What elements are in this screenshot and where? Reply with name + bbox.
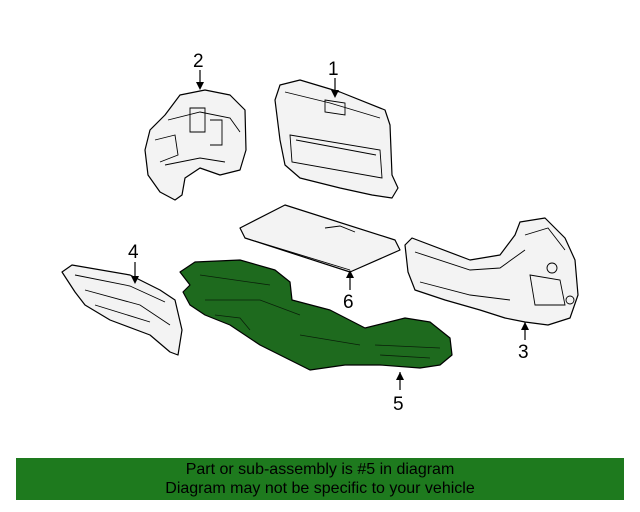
leader-4-arrow xyxy=(131,276,139,284)
part-2-left-bracket[interactable] xyxy=(144,89,247,201)
callout-5: 5 xyxy=(393,394,404,415)
banner-line-1: Part or sub-assembly is #5 in diagram xyxy=(185,461,455,478)
part-4-left-panel[interactable] xyxy=(61,264,183,356)
part-5-floor-tray-highlighted[interactable] xyxy=(179,259,453,371)
leader-6-arrow xyxy=(346,270,354,278)
callout-1: 1 xyxy=(328,59,339,80)
leader-1-arrow xyxy=(331,90,339,98)
leader-3-arrow xyxy=(521,322,529,330)
parts-diagram: 2 1 6 3 4 xyxy=(61,51,579,415)
banner-line-2: Diagram may not be specific to your vehi… xyxy=(165,480,475,497)
callout-4: 4 xyxy=(128,242,139,263)
callout-2: 2 xyxy=(193,51,204,72)
callout-6: 6 xyxy=(343,292,354,313)
leader-2-arrow xyxy=(196,82,204,90)
leader-5-arrow xyxy=(396,372,404,380)
info-banner: Part or sub-assembly is #5 in diagram Di… xyxy=(16,458,624,500)
part-3-right-panel[interactable] xyxy=(404,217,579,326)
part-6-floor-board[interactable] xyxy=(239,204,401,273)
callout-3: 3 xyxy=(518,342,529,363)
part-1-rear-panel[interactable] xyxy=(274,79,399,199)
